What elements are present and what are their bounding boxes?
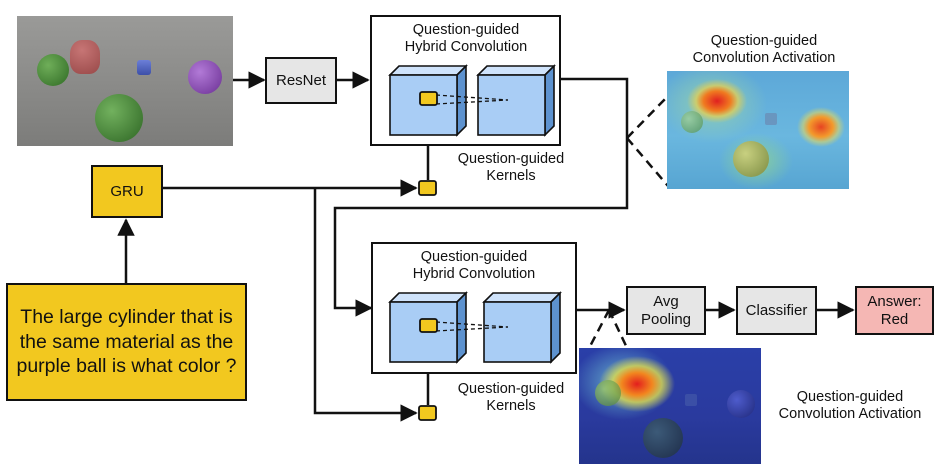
kernel-in-map-bottom — [419, 318, 438, 333]
answer-box: Answer: Red — [855, 286, 934, 335]
feature-map-cube-bottom-right — [482, 291, 562, 364]
avg-pooling-box: Avg Pooling — [626, 286, 706, 335]
question-text: The large cylinder that is the same mate… — [16, 305, 237, 378]
projection-lines-top — [435, 94, 509, 101]
kernels-label-top: Question-guided Kernels — [457, 151, 565, 185]
activation-label-top: Question-guided Convolution Activation — [692, 33, 836, 67]
kernels-label-bottom: Question-guided Kernels — [457, 381, 565, 415]
activation-heatmap-top — [667, 71, 849, 189]
zoom-line-top-upper — [626, 95, 669, 139]
avg-pooling-label: Avg Pooling — [640, 293, 692, 328]
question-box: The large cylinder that is the same mate… — [6, 283, 247, 401]
red-cylinder — [70, 40, 100, 74]
answer-label: Answer: Red — [867, 293, 922, 328]
projection-lines-bottom — [435, 321, 509, 328]
hybrid-conv-title-bottom: Question-guided Hybrid Convolution — [412, 249, 536, 283]
kernel-square-bottom — [418, 405, 437, 421]
kernel-in-map-top — [419, 91, 438, 106]
classifier-label: Classifier — [745, 301, 808, 319]
resnet-label: ResNet — [275, 71, 327, 89]
gru-label: GRU — [110, 183, 144, 200]
gru-box: GRU — [91, 165, 163, 218]
hybrid-conv-title-top: Question-guided Hybrid Convolution — [404, 22, 528, 56]
resnet-box: ResNet — [265, 57, 337, 104]
zoom-line-bottom-right — [607, 309, 630, 351]
classifier-box: Classifier — [736, 286, 817, 335]
feature-map-cube-top-right — [476, 64, 556, 137]
arrow-gru-to-kernel-bottom — [313, 188, 418, 422]
activation-heatmap-bottom — [579, 348, 761, 464]
arrow-hybrid-top-to-hybrid-bottom — [333, 77, 629, 317]
purple-sphere — [188, 60, 222, 94]
activation-label-bottom: Question-guided Convolution Activation — [778, 389, 922, 423]
zoom-line-top-lower — [626, 137, 669, 187]
blue-cube — [137, 60, 151, 75]
green-sphere-large — [95, 94, 143, 142]
input-scene-image — [17, 16, 233, 146]
zoom-line-bottom-left — [584, 309, 611, 355]
green-sphere-small — [37, 54, 69, 86]
kernel-square-top — [418, 180, 437, 196]
